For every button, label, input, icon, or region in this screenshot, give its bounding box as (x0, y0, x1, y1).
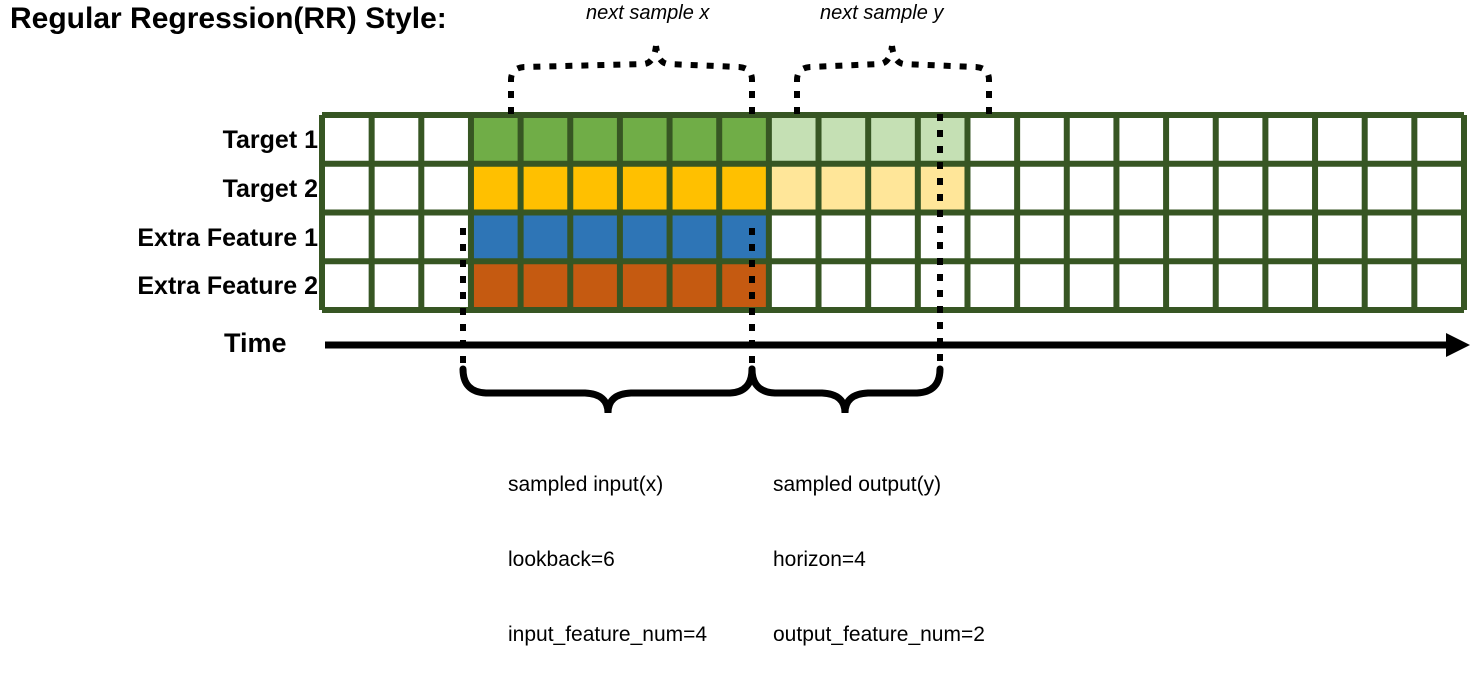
top-brace-output (794, 45, 992, 114)
grid-cell (470, 163, 521, 213)
bottom-note-input-line1: sampled input(x) (508, 473, 664, 496)
grid-cell (520, 261, 571, 310)
grid-cell (570, 163, 620, 213)
grid-cell (917, 163, 968, 213)
row-label-extra-feature-2: Extra Feature 2 (137, 272, 318, 300)
grid-cell (570, 212, 620, 262)
grid-cell (570, 115, 620, 164)
time-axis-arrow (325, 333, 1470, 357)
timeline-grid (319, 112, 1467, 313)
grid-cell (619, 261, 670, 310)
grid-cell (818, 163, 869, 213)
grid-cell (719, 212, 769, 262)
grid-cell (669, 115, 720, 164)
bottom-note-output-line2: horizon=4 (773, 548, 866, 571)
bottom-note-input-line3: input_feature_num=4 (508, 623, 708, 646)
grid-cell (619, 163, 670, 213)
grid-cell (470, 261, 521, 310)
grid-cell (669, 212, 720, 262)
grid-cell (868, 115, 918, 164)
time-axis-label: Time (224, 328, 287, 358)
grid-cell (917, 115, 968, 164)
grid-cell (520, 115, 571, 164)
grid-cell (669, 163, 720, 213)
bottom-note-input-line2: lookback=6 (508, 548, 615, 571)
bottom-brace-output (748, 365, 944, 414)
grid-cell (669, 261, 720, 310)
grid-cell (719, 115, 769, 164)
grid-cell (520, 163, 571, 213)
grid-cell (619, 212, 670, 262)
row-label-target-2: Target 2 (222, 175, 318, 203)
grid-cell (570, 261, 620, 310)
grid-cell (818, 115, 869, 164)
annotation-layer (325, 45, 1470, 414)
bottom-brace-input (459, 365, 756, 414)
grid-cell (520, 212, 571, 262)
row-label-extra-feature-1: Extra Feature 1 (137, 224, 318, 252)
grid-cell (719, 163, 769, 213)
grid-cell (470, 212, 521, 262)
bottom-note-output-line1: sampled output(y) (773, 473, 942, 496)
page-title: Regular Regression(RR) Style: (10, 2, 447, 35)
row-label-target-1: Target 1 (222, 126, 318, 154)
grid-cell (768, 163, 819, 213)
grid-lines (319, 112, 1467, 313)
annotation-next-sample-x: next sample x (586, 2, 710, 24)
grid-cell (868, 163, 918, 213)
bottom-note-output-line3: output_feature_num=2 (773, 623, 985, 646)
annotation-next-sample-y: next sample y (820, 2, 944, 24)
top-brace-input (508, 45, 755, 114)
grid-cell (619, 115, 670, 164)
grid-cell (470, 115, 521, 164)
grid-cell (719, 261, 769, 310)
grid-cell (768, 115, 819, 164)
